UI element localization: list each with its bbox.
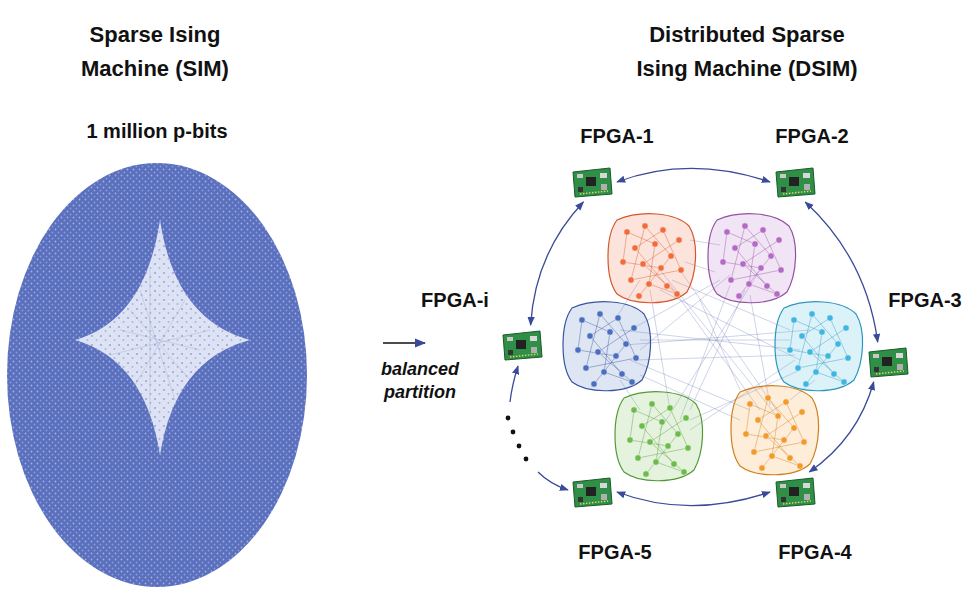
partition-cluster — [708, 214, 796, 303]
sparse-core — [75, 220, 250, 455]
fpga-label: FPGA-5 — [578, 540, 651, 564]
ring-link — [531, 202, 584, 325]
ellipsis-dots — [506, 416, 529, 462]
partition-cluster — [563, 302, 651, 391]
core-links — [110, 270, 210, 420]
fpga-icon — [773, 475, 817, 509]
fpga-board: FPGA-3 — [866, 345, 910, 379]
fpga-label: FPGA-2 — [775, 124, 848, 148]
panel-title: Sparse Ising Machine (SIM) — [48, 18, 263, 86]
fpga-board: FPGA-2 — [773, 165, 817, 199]
ring-stub — [510, 366, 518, 402]
partition-cluster — [731, 386, 819, 475]
fpga-label: FPGA-1 — [580, 124, 653, 148]
ring-link — [805, 202, 877, 342]
ring-link — [617, 168, 770, 182]
panel-subtitle: 1 million p-bits — [42, 118, 272, 144]
fpga-board: FPGA-4 — [773, 475, 817, 509]
sparse-core-dots — [75, 220, 250, 455]
fpga-board: FPGA-5 — [570, 475, 614, 509]
panel-title: Distributed Sparse Ising Machine (DSIM) — [622, 18, 872, 86]
arrow-label: balanced partition — [372, 358, 468, 404]
fpga-label: FPGA-4 — [778, 540, 851, 564]
fpga-label: FPGA-3 — [888, 288, 961, 312]
fpga-icon — [500, 328, 544, 362]
partition-cluster — [615, 392, 703, 481]
partition-arrow — [383, 342, 425, 344]
partition-cluster — [608, 214, 696, 303]
partition-cluster — [775, 302, 863, 391]
fpga-icon — [866, 345, 910, 379]
pbit-texture — [7, 163, 307, 587]
partitions — [563, 214, 863, 481]
ring-stub — [538, 472, 568, 490]
ring-link — [809, 382, 873, 472]
pbit-graph — [7, 163, 307, 587]
ring-link — [617, 492, 770, 506]
pbit-cloud — [7, 163, 307, 587]
fpga-icon — [570, 165, 614, 199]
fpga-icon — [773, 165, 817, 199]
fpga-board: FPGA-1 — [570, 165, 614, 199]
fpga-label: FPGA-i — [421, 288, 489, 312]
fpga-board: FPGA-i — [500, 328, 544, 362]
fpga-icon — [570, 475, 614, 509]
